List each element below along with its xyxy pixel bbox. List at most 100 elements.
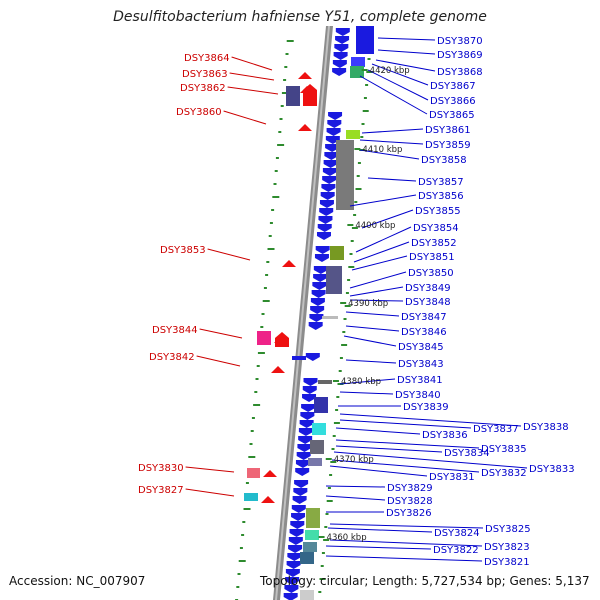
leader-line [339,378,396,385]
tick-mark [284,66,288,68]
leader-line [227,86,279,95]
gene-block [305,530,319,540]
tick-mark [330,461,337,463]
forward-gene-arrow [326,128,341,136]
label-leaders [185,37,528,562]
genome-title: Desulfitobacterium hafniense Y51, comple… [113,9,487,25]
tick-mark [341,344,348,346]
tick-mark [363,97,367,99]
forward-gene-arrow [298,436,313,444]
leader-line [335,445,443,453]
tick-mark [286,40,294,42]
forward-gene-arrow [298,428,313,436]
scale-label: 4420 kbp [370,66,410,76]
leader-line [231,56,273,71]
tick-mark [238,560,246,562]
reverse-gene-arrow [275,332,289,347]
tick-mark [348,266,355,268]
forward-gene-arrow [297,444,312,452]
forward-gene-arrow [308,322,323,330]
tick-mark [357,162,361,164]
gene-block [322,316,338,319]
tick-mark [353,214,357,216]
leader-line [367,177,417,182]
forward-gene-arrow [325,144,340,152]
leader-line [349,194,417,207]
leader-line [185,488,235,497]
forward-gene-arrow [286,561,301,569]
tick-mark [333,422,340,424]
tick-mark [260,326,264,328]
gene-label-dsy3855: DSY3855 [415,206,461,217]
gene-label-dsy3859: DSY3859 [425,140,471,151]
tick-mark [262,300,270,302]
tick-marks [235,40,373,600]
leader-line [223,110,267,125]
gene-label-dsy3847: DSY3847 [401,312,447,323]
scale-label: 4370 kbp [334,455,374,465]
gene-label-dsy3865: DSY3865 [429,110,475,121]
tick-mark [354,201,358,203]
leader-line [345,325,400,332]
gene-block [244,493,258,501]
gene-label-dsy3848: DSY3848 [405,297,451,308]
forward-gene-arrow [327,120,342,128]
scale-label: 4360 kbp [327,533,367,543]
tick-mark [272,196,280,198]
forward-gene-arrow [323,160,338,168]
gene-label-dsy3837: DSY3837 [473,424,519,435]
accession-label: Accession: NC_007907 [9,574,146,588]
gene-label-dsy3827: DSY3827 [138,485,184,496]
tick-mark [365,84,369,86]
gene-block [326,266,342,294]
gene-label-dsy3869: DSY3869 [437,50,483,61]
tick-mark [274,170,278,172]
gene-label-dsy3857: DSY3857 [418,177,464,188]
leader-line [325,485,386,488]
tick-mark [367,58,371,60]
tick-mark [241,534,245,536]
forward-gene-arrow [311,290,326,298]
scale-label: 4380 kbp [341,377,381,387]
tick-mark [263,287,267,289]
leader-line [335,439,480,449]
topology-label: Topology: circular; Length: 5,727,534 bp… [260,574,590,588]
leader-line [343,335,397,347]
gene-label-dsy3846: DSY3846 [401,327,447,338]
tick-mark [281,92,289,94]
forward-gene-arrow [302,394,317,402]
tick-mark [266,261,270,263]
leader-line [359,139,424,145]
leader-line [351,255,408,271]
gene-label-dsy3866: DSY3866 [430,96,476,107]
tick-mark [243,508,251,510]
forward-gene-arrow [295,468,310,476]
forward-gene-arrow [318,216,333,224]
gene-label-dsy3840: DSY3840 [395,390,441,401]
forward-gene-arrow [303,378,318,386]
tick-mark [349,253,353,255]
reverse-genes [244,72,317,503]
gene-block [300,552,314,564]
gene-block [303,542,317,552]
forward-gene-arrow [332,68,347,76]
gene-label-dsy3858: DSY3858 [421,155,467,166]
gene-label-dsy3860: DSY3860 [176,107,222,118]
gene-block [308,458,322,466]
leader-line [359,149,420,160]
forward-genes [283,26,374,600]
forward-gene-arrow [300,412,315,420]
tick-mark [280,105,284,107]
gene-label-dsy3853: DSY3853 [160,245,206,256]
gene-label-dsy3861: DSY3861 [425,125,471,136]
gene-label-dsy3850: DSY3850 [408,268,454,279]
tick-mark [347,279,351,281]
forward-gene-arrow [283,593,298,600]
tick-mark [323,539,330,541]
tick-mark [345,292,349,294]
gene-label-dsy3821: DSY3821 [484,557,530,568]
gene-block [318,380,332,384]
gene-label-dsy3822: DSY3822 [433,545,479,556]
